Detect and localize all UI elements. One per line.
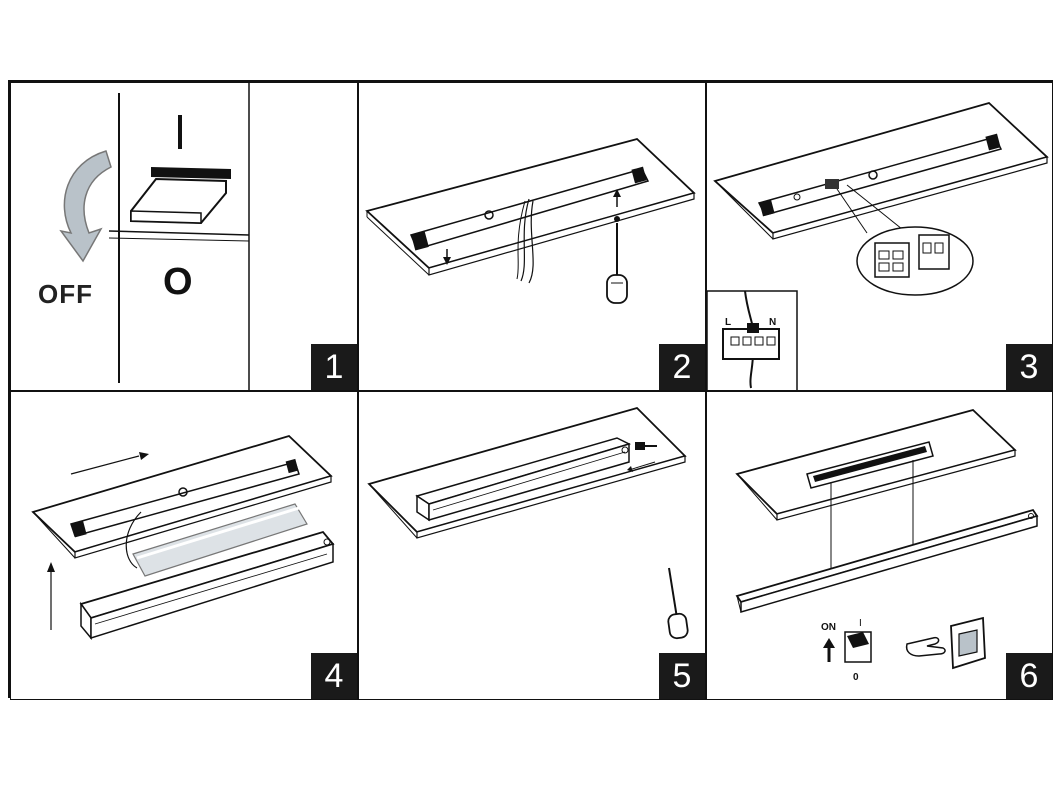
hand-press-icon [905,636,946,657]
instruction-grid: OFF O 1 [8,80,1053,700]
screwdriver-icon [606,223,628,304]
neutral-terminal-label: N [769,317,777,328]
one-symbol: I [859,618,862,629]
step-5-number: 5 [659,653,705,699]
step-2-illustration [365,138,696,304]
off-label: OFF [38,279,93,309]
zero-symbol: O [163,261,193,303]
step-1-number: 1 [311,344,357,390]
off-arrow-icon [59,150,112,263]
step-4-illustration [31,434,335,641]
step-6-panel: ON I 0 6 [706,391,1053,700]
step-1-illustration [59,83,250,390]
step-4-number: 4 [311,653,357,699]
step-3-number: 3 [1006,344,1052,390]
step-3-illustration [707,101,1049,390]
switch-on-icon [823,631,872,663]
step-1-panel: OFF O 1 [10,82,358,391]
step-5-illustration [367,406,689,640]
step-2-panel: 2 [358,82,706,391]
wall-switch-icon [950,616,986,670]
screwdriver-icon [667,567,689,640]
step-5-panel: 5 [358,391,706,700]
zero-symbol: 0 [853,672,859,683]
step-4-panel: 4 [10,391,358,700]
step-2-number: 2 [659,344,705,390]
live-terminal-label: L [725,317,732,328]
on-label: ON [821,622,836,633]
step-3-panel: L N 3 [706,82,1053,391]
step-6-number: 6 [1006,653,1052,699]
led-module [132,503,308,577]
step-6-illustration [735,408,1039,670]
